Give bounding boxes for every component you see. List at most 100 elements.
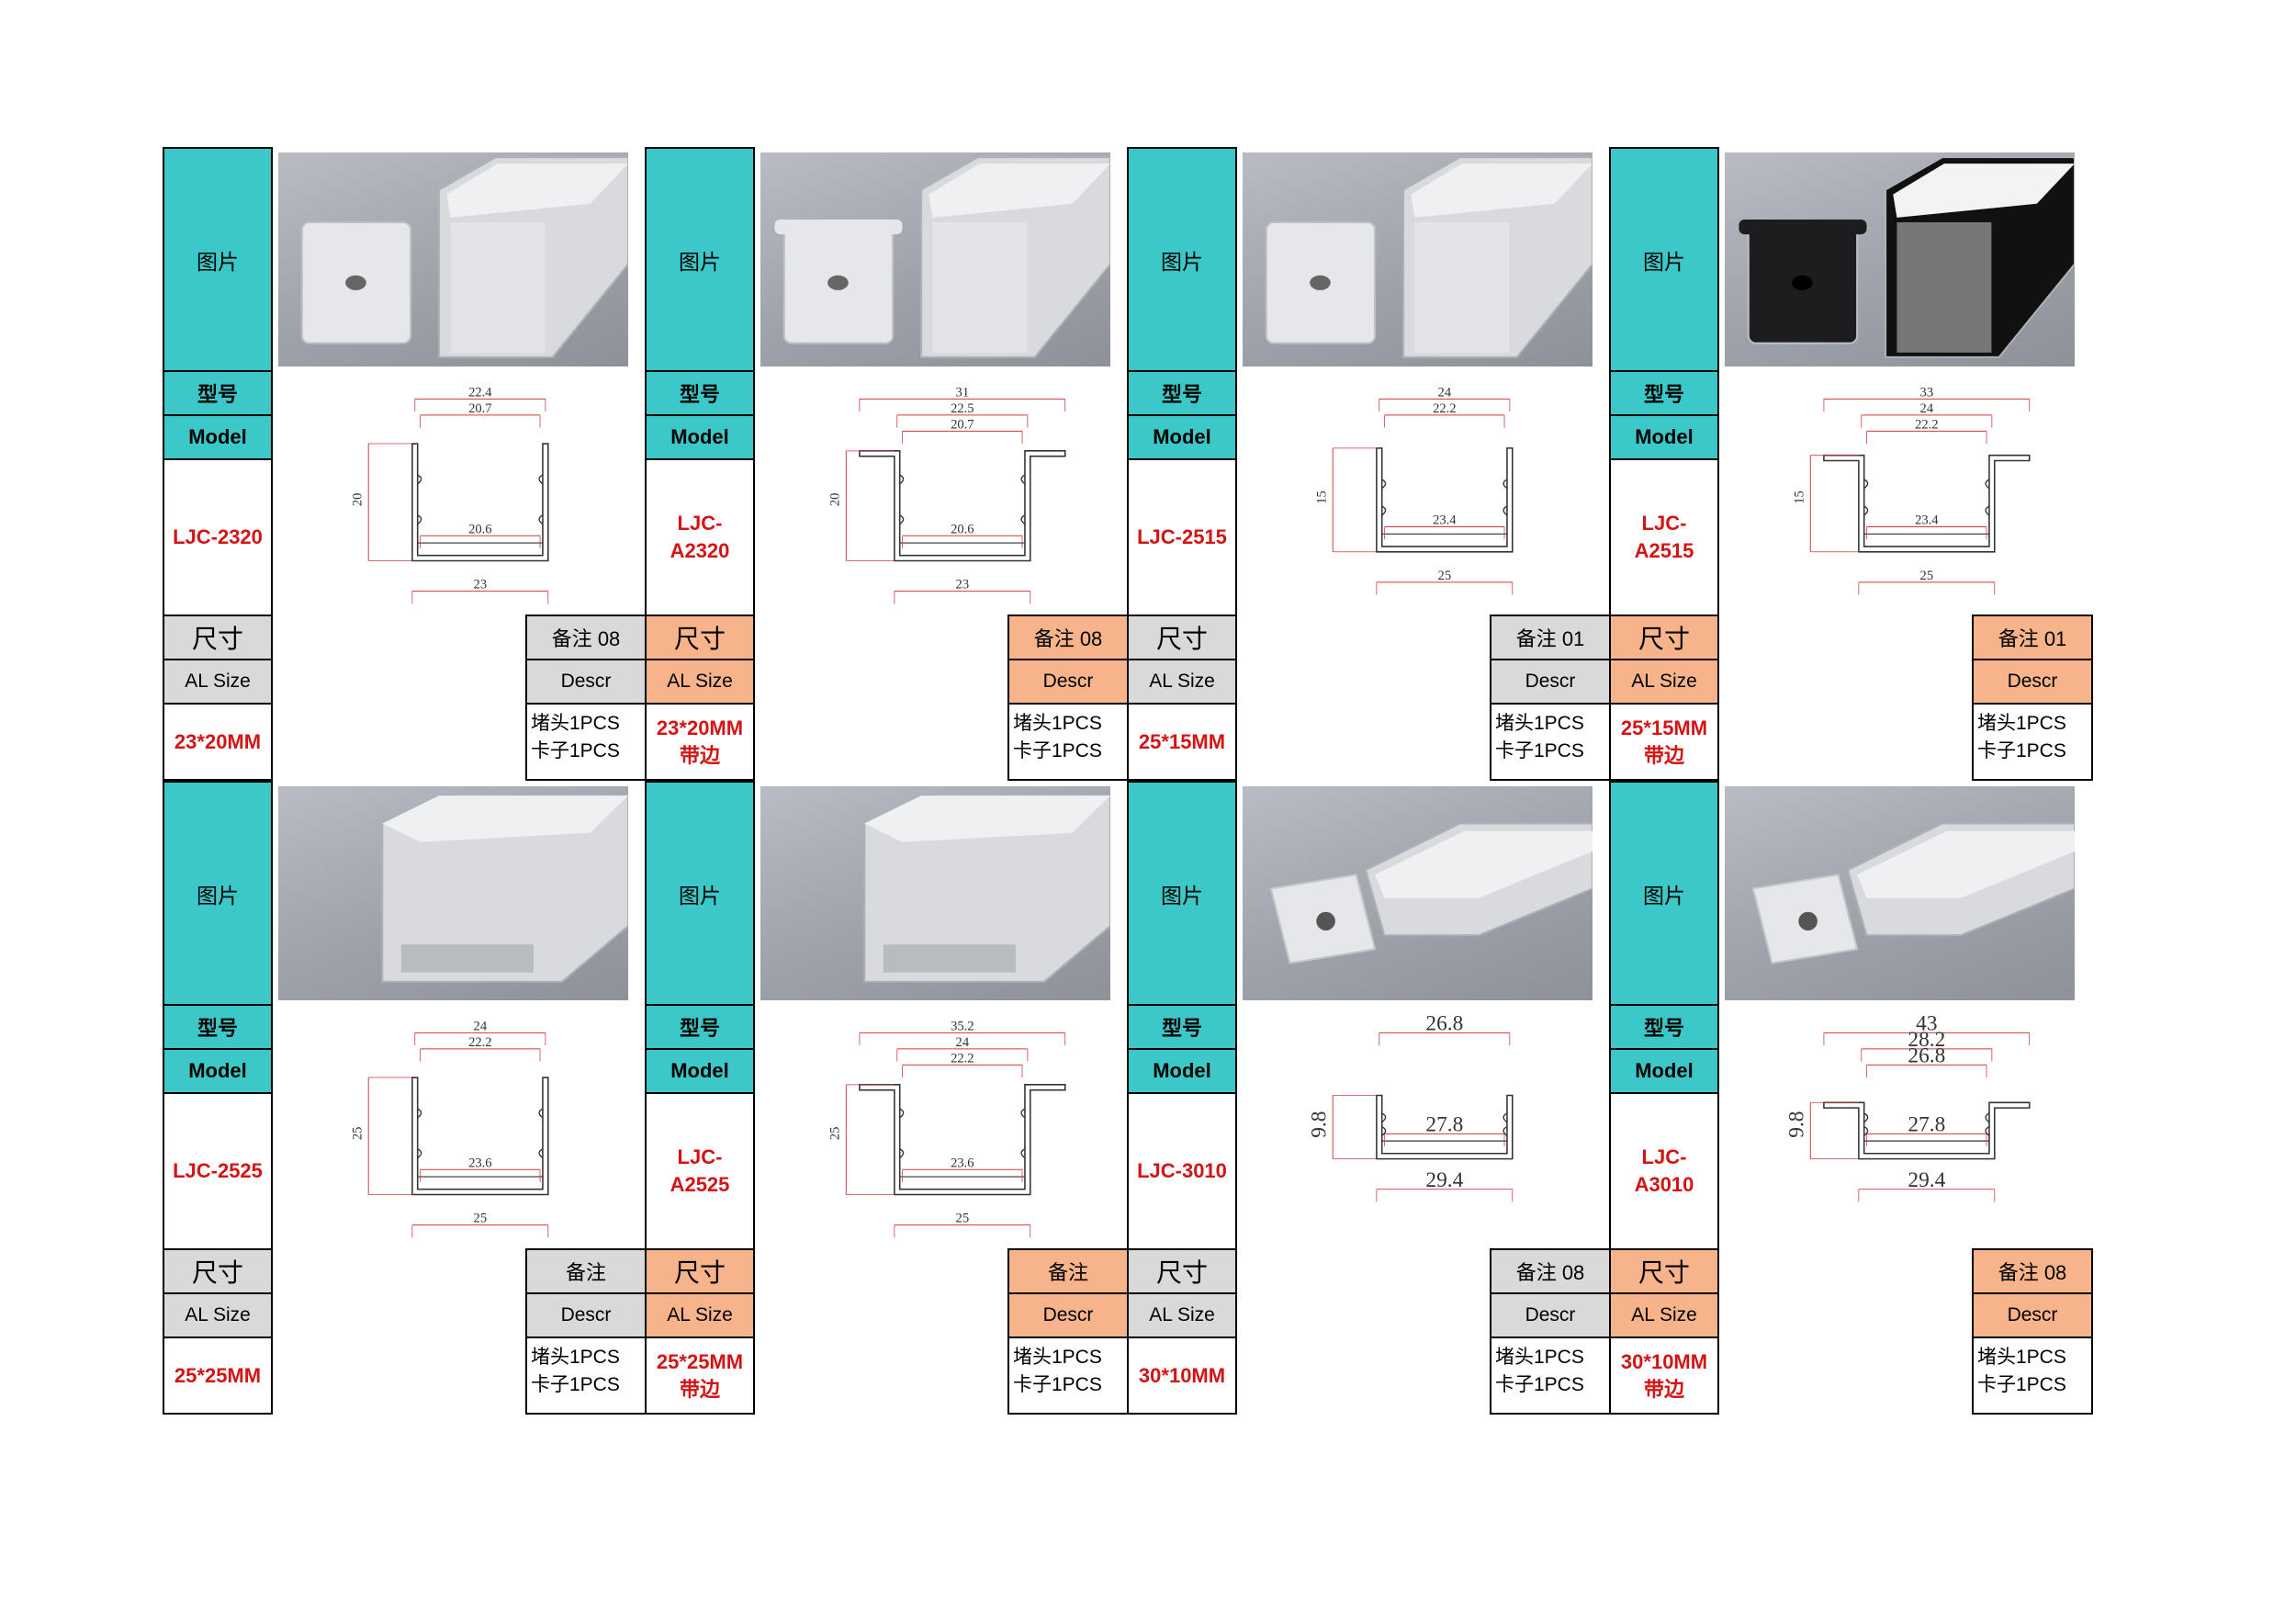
model-number: LJC-A2320 bbox=[645, 458, 755, 616]
parts-item: 卡子1PCS bbox=[1977, 1374, 2066, 1395]
profile-outline bbox=[411, 1077, 549, 1196]
size-label-cn: 尺寸 bbox=[163, 615, 273, 660]
size-value-text: 23*20MM bbox=[656, 716, 744, 739]
size-value-wrap: 30*10MM bbox=[1139, 1362, 1225, 1390]
dimension-label-top: 22.5 bbox=[951, 401, 974, 416]
model-label-en: Model bbox=[1609, 414, 1719, 460]
product-photo bbox=[1725, 152, 2075, 367]
size-value-text: 25*15MM bbox=[1620, 716, 1708, 739]
note-label: 备注 bbox=[525, 1248, 647, 1294]
profile-outline bbox=[859, 450, 1066, 562]
diffuser-cover bbox=[1893, 164, 2075, 218]
dimension-label-bottom-inner: 20.6 bbox=[468, 522, 492, 536]
profile-inner bbox=[1414, 221, 1510, 353]
size-value-wrap: 23*20MM bbox=[174, 728, 261, 756]
note-label: 备注 bbox=[1007, 1248, 1129, 1294]
clip-groove bbox=[417, 1108, 422, 1159]
size-value-wrap: 25*15MM bbox=[1139, 728, 1225, 756]
model-number-text: LJC-A3010 bbox=[1634, 1145, 1694, 1196]
product-photo bbox=[760, 152, 1110, 367]
dimension-label-inner: 20.7 bbox=[468, 401, 492, 416]
dimension-label-bottom-inner: 23.4 bbox=[1433, 513, 1457, 528]
size-value-text: 30*10MM bbox=[1138, 1363, 1226, 1387]
model-label-cn: 型号 bbox=[163, 1004, 273, 1050]
size-value-note: 带边 bbox=[1643, 1377, 1684, 1401]
product-photo-illustration bbox=[300, 156, 628, 358]
dimension-label-flange: 43 bbox=[1916, 1011, 1937, 1035]
size-value-text: 23*20MM bbox=[174, 729, 262, 753]
product-photo bbox=[278, 786, 628, 1000]
dimension-label-top: 24 bbox=[1920, 401, 1934, 416]
model-number: LJC-2320 bbox=[163, 458, 273, 616]
model-label-en: Model bbox=[1609, 1048, 1719, 1094]
note-label: 备注 08 bbox=[525, 615, 647, 660]
descr-label: Descr bbox=[1007, 659, 1129, 705]
model-label-en: Model bbox=[163, 1048, 273, 1094]
parts-item: 堵头1PCS bbox=[1495, 1347, 1584, 1368]
profile-outline bbox=[1376, 1094, 1514, 1160]
end-cap-hole bbox=[1310, 275, 1331, 290]
profile-inner bbox=[450, 221, 546, 353]
size-label-en: AL Size bbox=[1127, 1292, 1237, 1338]
model-label-en: Model bbox=[163, 414, 273, 460]
end-cap-hole bbox=[827, 275, 849, 290]
size-value: 30*10MM bbox=[1127, 1336, 1237, 1415]
model-number: LJC-2525 bbox=[163, 1092, 273, 1250]
model-number-text: LJC-2320 bbox=[173, 525, 263, 548]
size-value: 25*25MM bbox=[163, 1336, 273, 1415]
dimension-label-bottom-inner: 23.6 bbox=[951, 1156, 974, 1170]
note-label: 备注 08 bbox=[1972, 1248, 2093, 1294]
clip-groove bbox=[1020, 474, 1026, 525]
size-label-cn: 尺寸 bbox=[1609, 615, 1719, 660]
profile-base-slot bbox=[400, 944, 535, 973]
product-photo bbox=[278, 152, 628, 367]
dimension-label-inner: 26.8 bbox=[1908, 1043, 1945, 1067]
dimension-label-width: 23 bbox=[474, 578, 488, 592]
profile-outline bbox=[411, 443, 549, 562]
size-value-text: 25*25MM bbox=[656, 1349, 744, 1373]
model-number-text: LJC-2515 bbox=[1137, 525, 1227, 548]
dimension-label-width: 29.4 bbox=[1908, 1168, 1945, 1192]
dimension-label-inner: 22.2 bbox=[468, 1035, 492, 1050]
note-label: 备注 08 bbox=[1490, 1248, 1611, 1294]
dimension-label-top: 24 bbox=[956, 1035, 970, 1050]
parts-item: 卡子1PCS bbox=[531, 740, 620, 761]
dimension-label-bottom-inner: 23.6 bbox=[468, 1156, 492, 1170]
profile-inner bbox=[932, 221, 1028, 353]
dimension-label-inner: 20.7 bbox=[951, 417, 974, 432]
size-label-cn: 尺寸 bbox=[1127, 1248, 1237, 1294]
parts-item: 堵头1PCS bbox=[1013, 1347, 1102, 1368]
parts-item: 卡子1PCS bbox=[1495, 740, 1584, 761]
clip-groove bbox=[899, 474, 905, 525]
dimension-label-top: 24 bbox=[1438, 385, 1452, 400]
size-value-text: 25*15MM bbox=[1138, 729, 1226, 753]
size-value-text: 25*25MM bbox=[174, 1363, 262, 1387]
model-label-en: Model bbox=[1127, 414, 1237, 460]
diffuser-cover bbox=[929, 164, 1110, 218]
size-label-cn: 尺寸 bbox=[163, 1248, 273, 1294]
dimension-label-width: 25 bbox=[956, 1212, 970, 1226]
dimension-label-height: 25 bbox=[350, 1127, 365, 1141]
end-cap-hole bbox=[1316, 911, 1335, 931]
size-value-text: 30*10MM bbox=[1620, 1349, 1708, 1373]
parts-item: 卡子1PCS bbox=[531, 1374, 620, 1395]
model-label-cn: 型号 bbox=[163, 370, 273, 416]
end-cap-flange bbox=[774, 219, 903, 235]
size-label-cn: 尺寸 bbox=[645, 1248, 755, 1294]
dimension-label-flange: 33 bbox=[1920, 385, 1934, 400]
model-number-text: LJC-A2525 bbox=[670, 1145, 730, 1196]
descr-label: Descr bbox=[1007, 1292, 1129, 1338]
